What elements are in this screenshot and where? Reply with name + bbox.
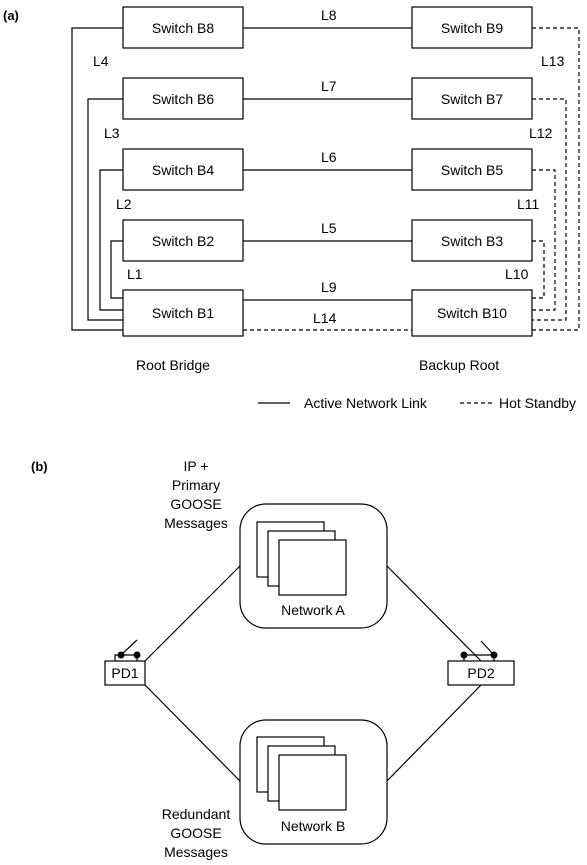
panel-b-label: (b) [31, 459, 48, 474]
bottom-caption-line-2: GOOSE [170, 825, 221, 841]
switch-b3-label: Switch B3 [441, 233, 503, 249]
switch-b6-label: Switch B6 [152, 91, 214, 107]
switch-b2-label: Switch B2 [152, 233, 214, 249]
link-label-l2: L2 [116, 196, 132, 212]
switch-b2: Switch B2 [122, 219, 244, 262]
switch-b5: Switch B5 [411, 148, 533, 191]
switch-b7: Switch B7 [411, 77, 533, 120]
switch-b8: Switch B8 [122, 6, 244, 49]
link-label-l7: L7 [321, 78, 337, 94]
link-label-l8: L8 [321, 7, 337, 23]
link-label-l12: L12 [529, 125, 553, 141]
link-label-l10: L10 [505, 266, 529, 282]
pd2-label: PD2 [467, 665, 494, 681]
pd1-device: PD1 [104, 639, 146, 686]
bottom-caption-line-1: Redundant [162, 806, 231, 822]
link-label-l3: L3 [104, 125, 120, 141]
network-a-label: Network A [281, 602, 345, 618]
switch-b8-label: Switch B8 [152, 20, 214, 36]
link-l1 [110, 240, 123, 299]
network-b-label: Network B [281, 818, 346, 834]
link-network-b-pd2 [386, 684, 482, 782]
pd1-label: PD1 [111, 665, 138, 681]
link-label-l14: L14 [313, 310, 337, 326]
switch-b5-label: Switch B5 [441, 162, 503, 178]
switch-b10-label: Switch B10 [437, 305, 507, 321]
pd1-breaker-icon [114, 639, 141, 661]
link-l11 [532, 169, 556, 311]
top-caption-line-4: Messages [164, 515, 228, 531]
switch-b10: Switch B10 [411, 289, 533, 337]
switch-b9: Switch B9 [411, 6, 533, 49]
link-network-a-pd2 [386, 565, 482, 662]
link-l13 [532, 27, 580, 331]
legend-standby-label: Hot Standby [499, 395, 576, 411]
legend-active-label: Active Network Link [304, 395, 428, 411]
switch-b4: Switch B4 [122, 148, 244, 191]
root-bridge-caption: Root Bridge [136, 357, 210, 373]
network-a: Network A [239, 503, 388, 629]
link-l2 [99, 169, 123, 311]
link-l12 [532, 98, 567, 321]
link-label-l13: L13 [541, 53, 565, 69]
switch-b4-label: Switch B4 [152, 162, 214, 178]
top-caption-line-3: GOOSE [170, 496, 221, 512]
link-pd1-network-b [144, 684, 241, 782]
link-label-l4: L4 [93, 53, 109, 69]
link-label-l5: L5 [321, 220, 337, 236]
bottom-caption-line-3: Messages [164, 844, 228, 860]
switch-b1: Switch B1 [122, 289, 244, 337]
link-l3 [87, 98, 123, 321]
network-b: Network B [239, 719, 388, 845]
link-l10 [532, 240, 545, 299]
backup-root-caption: Backup Root [419, 357, 499, 373]
switch-b7-label: Switch B7 [441, 91, 503, 107]
link-label-l9: L9 [321, 279, 337, 295]
link-label-l11: L11 [517, 196, 540, 212]
top-caption-line-1: IP + [183, 458, 208, 474]
link-label-l6: L6 [321, 149, 337, 165]
link-pd1-network-a [144, 565, 241, 662]
top-caption-line-2: Primary [172, 477, 220, 493]
switch-b3: Switch B3 [411, 219, 533, 262]
switch-b6: Switch B6 [122, 77, 244, 120]
switch-b1-label: Switch B1 [152, 305, 214, 321]
link-l4 [71, 27, 123, 331]
switch-b9-label: Switch B9 [441, 20, 503, 36]
pd2-breaker-icon [460, 640, 498, 661]
pd2-device: PD2 [447, 640, 515, 686]
link-label-l1: L1 [127, 266, 143, 282]
panel-a-label: (a) [3, 8, 19, 23]
